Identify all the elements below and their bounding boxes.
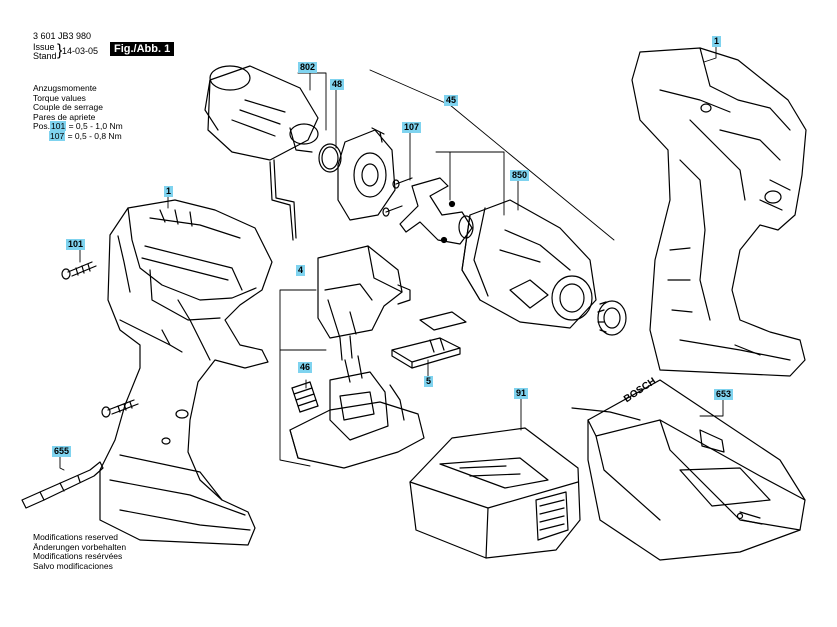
stand-label: Stand <box>33 51 57 61</box>
bit-655[interactable] <box>21 461 104 509</box>
torque-line-de: Anzugsmomente <box>33 83 97 93</box>
leader-gear-45 <box>369 69 615 241</box>
callout-gear-assembly-45[interactable]: 45 <box>444 95 459 106</box>
callout-o-ring-48[interactable]: 48 <box>330 79 345 90</box>
mods-line-es: Salvo modificaciones <box>33 560 113 571</box>
leader-motor-802 <box>297 72 327 131</box>
callout-housing-right[interactable]: 1 <box>712 36 722 47</box>
housing-right[interactable] <box>631 47 807 377</box>
callout-screw-101[interactable]: 101 <box>66 239 86 250</box>
callout-switch-4[interactable]: 4 <box>296 265 306 276</box>
callout-battery-91[interactable]: 91 <box>514 388 529 399</box>
callout-impact-head-850[interactable]: 850 <box>510 170 530 181</box>
motor-802[interactable] <box>204 65 319 241</box>
callout-motor-802[interactable]: 802 <box>298 62 318 73</box>
torque-part-101[interactable]: 101 <box>50 121 67 132</box>
battery-91[interactable] <box>409 427 581 559</box>
impact-head-850[interactable] <box>461 199 597 329</box>
screw-107[interactable] <box>382 177 413 217</box>
o-ring-48[interactable] <box>318 143 342 173</box>
document-number: 3 601 JB3 980 <box>33 31 92 41</box>
torque-line-es: Pares de apriete <box>33 111 96 122</box>
mods-line-fr: Modifications resérvées <box>33 551 123 562</box>
slider-5[interactable] <box>391 311 467 369</box>
mods-line-de: Änderungen vorbehalten <box>33 541 127 552</box>
torque-part-107[interactable]: 107 <box>49 130 66 141</box>
mods-line-en: Modifications reserved <box>33 532 119 542</box>
leader-lines <box>59 45 724 471</box>
housing-left[interactable] <box>99 199 273 546</box>
pos-label: Pos. <box>33 121 51 132</box>
torque-row-101: Pos.101 = 0,5 - 1,0 Nm <box>33 121 123 132</box>
electronics-base[interactable] <box>289 355 425 469</box>
torque-row-107: 107 = 0,5 - 0,8 Nm <box>33 130 123 142</box>
screw-lower[interactable] <box>101 399 139 418</box>
leader-head-850 <box>435 151 519 216</box>
torque-line-fr: Couple de serrage <box>33 102 103 113</box>
callout-slider-5[interactable]: 5 <box>424 376 434 387</box>
leader-housing-right <box>703 45 717 63</box>
switch-4[interactable] <box>317 245 411 361</box>
leader-bit-655 <box>59 455 65 471</box>
torque-value-101: = 0,5 - 1,0 Nm <box>68 121 123 132</box>
spring-46[interactable] <box>291 381 319 413</box>
figure-badge: Fig./Abb. 1 <box>110 42 175 56</box>
gear-plate[interactable] <box>337 127 396 221</box>
torque-values: Anzugsmomente Torque values Couple de se… <box>33 83 123 142</box>
torque-line-en: Torque values <box>33 92 86 103</box>
callout-charger-653[interactable]: 653 <box>714 389 734 400</box>
callout-housing-left[interactable]: 1 <box>164 186 174 197</box>
anvil[interactable] <box>399 177 474 245</box>
modifications-note: Modifications reserved Änderungen vorbeh… <box>33 532 127 571</box>
callout-screw-107[interactable]: 107 <box>402 122 422 133</box>
issue-date: 14-03-05 <box>62 46 99 56</box>
callout-spring-46[interactable]: 46 <box>298 362 313 373</box>
torque-value-107: = 0,5 - 0,8 Nm <box>67 130 122 141</box>
collar[interactable] <box>597 300 627 336</box>
o-ring-48-inner <box>321 146 339 170</box>
issue-label: Issue <box>33 42 55 52</box>
leader-charger-653 <box>699 399 724 417</box>
brace: } <box>57 42 63 59</box>
screw-101[interactable] <box>61 261 97 280</box>
callout-bit-655[interactable]: 655 <box>52 446 72 457</box>
leader-switch-4 <box>279 289 327 467</box>
charger-653[interactable] <box>571 379 806 561</box>
